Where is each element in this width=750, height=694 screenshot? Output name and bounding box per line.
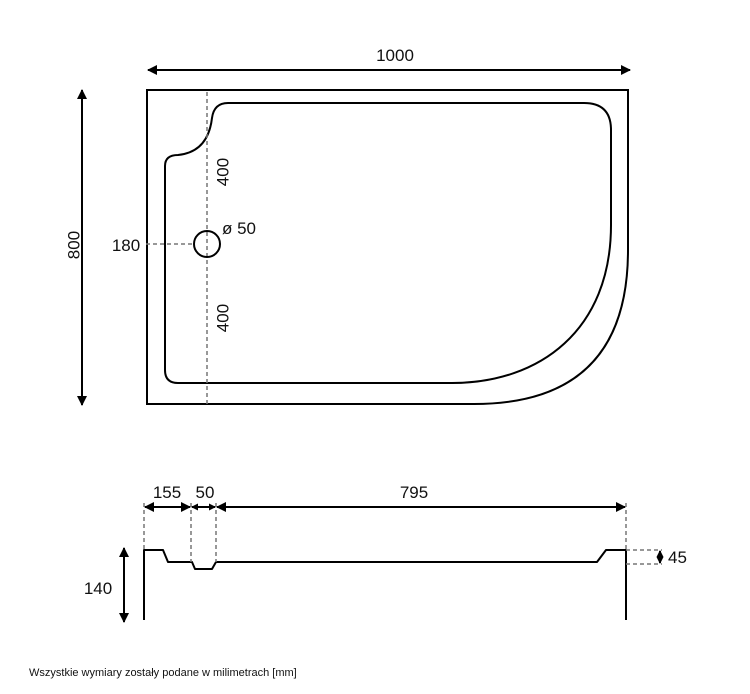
basin-label: 795 xyxy=(400,483,428,502)
top-view: 1000 800 180 ø 50 400 400 xyxy=(64,46,631,406)
side-profile xyxy=(143,549,627,620)
side-height-label: 140 xyxy=(84,579,112,598)
units-footnote: Wszystkie wymiary zostały podane w milim… xyxy=(29,667,297,679)
drain-width-label: 50 xyxy=(196,483,215,502)
height-label: 800 xyxy=(64,231,83,259)
basin-outline xyxy=(164,102,612,384)
side-guides xyxy=(143,503,662,565)
drain-offset-label: 180 xyxy=(112,236,140,255)
upper-segment-label: 400 xyxy=(213,158,232,186)
tray-outline xyxy=(146,89,629,405)
rim-label: 155 xyxy=(153,483,181,502)
width-label: 1000 xyxy=(376,46,414,65)
lower-segment-label: 400 xyxy=(213,304,232,332)
drain-circle xyxy=(193,230,221,258)
rim-height-label: 45 xyxy=(668,548,687,567)
drain-diameter-label: ø 50 xyxy=(222,219,256,238)
side-view: 155 50 795 140 45 xyxy=(84,483,687,623)
